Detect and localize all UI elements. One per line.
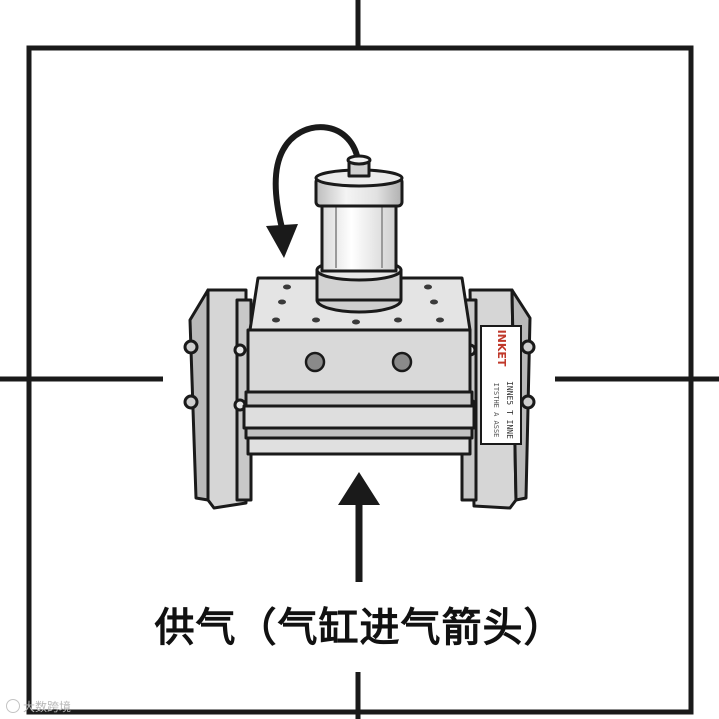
curved-arrow-icon <box>266 124 361 258</box>
watermark: 大数跨境 <box>6 698 71 715</box>
label-plate-line2: ITSTHE A ASSE <box>492 383 500 438</box>
watermark-logo-icon <box>6 699 20 713</box>
label-plate-brand: INKET <box>495 330 508 367</box>
top-holes <box>272 284 444 325</box>
air-cylinder <box>314 154 404 314</box>
label-plate <box>480 325 522 445</box>
frame-border <box>26 45 694 715</box>
watermark-text: 大数跨境 <box>23 700 72 714</box>
left-jaw <box>183 288 253 510</box>
arrow-up-icon <box>338 472 380 582</box>
label-plate-line1: INNE5 T INNE <box>505 381 514 439</box>
front-bolts <box>304 351 413 373</box>
caption-text: 供气（气缸进气箭头） <box>154 605 565 651</box>
